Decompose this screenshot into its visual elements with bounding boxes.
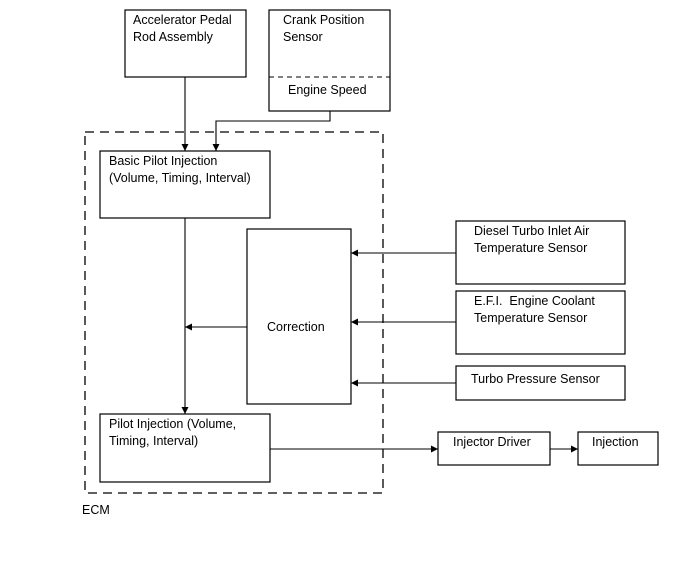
basic-pilot-label-line2: (Volume, Timing, Interval) <box>109 171 251 185</box>
efi-coolant-label-line2: Temperature Sensor <box>474 311 587 325</box>
injector-driver-node: Injector Driver <box>437 431 551 466</box>
basic-pilot-injection-node: Basic Pilot Injection (Volume, Timing, I… <box>99 150 271 219</box>
efi-engine-coolant-temp-sensor-node: E.F.I. Engine Coolant Temperature Sensor <box>455 290 626 355</box>
turbo-pressure-sensor-node: Turbo Pressure Sensor <box>455 365 626 401</box>
correction-label: Correction <box>267 320 325 334</box>
arrow-engine-speed-to-basic <box>212 111 331 151</box>
crank-position-sensor-node: Crank Position Sensor Engine Speed <box>268 9 391 112</box>
basic-pilot-label-line1: Basic Pilot Injection <box>109 154 217 168</box>
pilot-injection-label-line2: Timing, Interval) <box>109 434 198 448</box>
turbo-pressure-label: Turbo Pressure Sensor <box>471 372 600 386</box>
diesel-turbo-inlet-air-temp-sensor-node: Diesel Turbo Inlet Air Temperature Senso… <box>455 220 626 285</box>
engine-speed-label: Engine Speed <box>288 83 367 97</box>
pilot-injection-node: Pilot Injection (Volume, Timing, Interva… <box>99 413 271 483</box>
injection-label: Injection <box>592 435 639 449</box>
pilot-injection-label-line1: Pilot Injection (Volume, <box>109 417 236 431</box>
crank-label-line2: Sensor <box>283 30 323 44</box>
injector-driver-label: Injector Driver <box>453 435 531 449</box>
accelerator-label-line2: Rod Assembly <box>133 30 214 44</box>
efi-coolant-label-line1: E.F.I. Engine Coolant <box>474 294 595 308</box>
injection-node: Injection <box>577 431 659 466</box>
correction-node: Correction <box>246 228 352 405</box>
accelerator-label-line1: Accelerator Pedal <box>133 13 232 27</box>
ecm-label: ECM <box>82 503 110 517</box>
accelerator-pedal-node: Accelerator Pedal Rod Assembly <box>124 9 247 78</box>
diesel-turbo-label-line2: Temperature Sensor <box>474 241 587 255</box>
diesel-turbo-label-line1: Diesel Turbo Inlet Air <box>474 224 589 238</box>
crank-label-line1: Crank Position <box>283 13 364 27</box>
